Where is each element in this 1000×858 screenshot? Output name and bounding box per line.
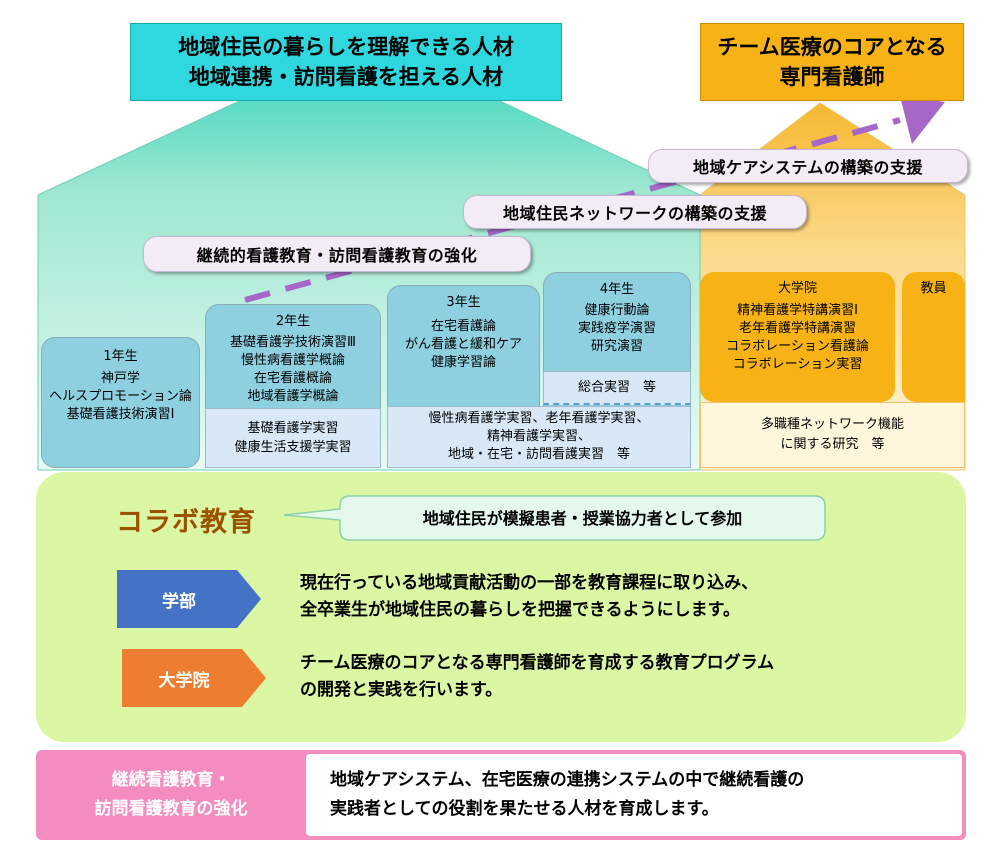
year34-practicum: 精神看護学実習、 <box>486 429 591 444</box>
year2-practicum: 基礎看護学実習 <box>247 421 339 436</box>
year34-practicum: 地域・在宅・訪問看護実習 等 <box>447 447 630 462</box>
undergrad-arrow-icon <box>117 570 261 628</box>
graduate-course: コラボレーション看護論 <box>726 339 869 354</box>
year2-practicum-box: 基礎看護学実習 健康生活支援学実習 <box>205 408 381 468</box>
graduate-arrow-icon <box>122 649 266 707</box>
graduate-box: 大学院 精神看護学特講演習Ⅰ 老年看護学特講演習 コラボレーション看護論 コラボ… <box>700 272 895 402</box>
resident-network-banner: 地域住民ネットワークの構築の支援 <box>463 195 807 229</box>
year2-course: 地域看護学概論 <box>247 389 339 404</box>
undergrad-description: 現在行っている地域貢献活動の一部を教育課程に取り込み、 全卒業生が地域住民の暮ら… <box>300 570 920 624</box>
year2-course: 慢性病看護学概論 <box>240 353 345 368</box>
bottom-text-line: 地域ケアシステム、在宅医療の連携システムの中で継続看護の <box>330 770 805 790</box>
bottom-text-box: 地域ケアシステム、在宅医療の連携システムの中で継続看護の 実践者としての役割を果… <box>306 754 962 836</box>
graduate-description: チーム医療のコアとなる専門看護師を育成する教育プログラム の開発と実践を行います… <box>300 650 920 704</box>
year2-course: 在宅看護概論 <box>253 371 332 386</box>
year4-practicum: 総合実習 等 <box>577 380 656 395</box>
year4-course: 研究演習 <box>590 339 643 354</box>
care-system-banner: 地域ケアシステムの構築の支援 <box>648 149 968 183</box>
community-goal-line2: 地域連携・訪問看護を担える人材 <box>188 65 504 89</box>
year3-course: 在宅看護論 <box>430 319 496 334</box>
graduate-research: に関する研究 等 <box>780 437 885 452</box>
year2-title: 2年生 <box>275 314 311 329</box>
specialist-goal-line1: チーム医療のコアとなる <box>717 35 947 59</box>
collab-title: コラボ教育 <box>116 507 256 538</box>
graduate-label: 大学院 <box>158 670 210 691</box>
undergrad-label: 学部 <box>162 591 196 612</box>
year2-course: 基礎看護学技術演習Ⅲ <box>230 335 356 350</box>
year2-practicum: 健康生活支援学実習 <box>234 440 352 455</box>
bottom-label-line: 訪問看護教育の強化 <box>94 799 248 819</box>
graduate-title: 大学院 <box>777 281 817 296</box>
bottom-label: 継続看護教育・ 訪問看護教育の強化 <box>36 750 306 840</box>
graduate-course: 老年看護学特講演習 <box>738 321 856 336</box>
year3-course: 健康学習論 <box>430 355 496 370</box>
undergrad-text-line: 現在行っている地域貢献活動の一部を教育課程に取り込み、 <box>300 573 759 593</box>
year1-title: 1年生 <box>103 349 138 364</box>
year2-box: 2年生 基礎看護学技術演習Ⅲ 慢性病看護学概論 在宅看護概論 地域看護学概論 <box>205 304 381 416</box>
callout-text: 地域住民が模擬患者・授業協力者として参加 <box>422 509 743 528</box>
year4-course: 健康行動論 <box>584 303 650 318</box>
year3-box: 3年生 在宅看護論 がん看護と緩和ケア 健康学習論 <box>387 285 540 410</box>
callout-bubble-shape <box>283 495 826 541</box>
year1-course: 神戸学 <box>100 371 140 386</box>
graduate-research-box: 多職種ネットワーク機能 に関する研究 等 <box>700 402 965 468</box>
specialist-goal-line2: 専門看護師 <box>779 65 885 89</box>
bottom-label-line: 継続看護教育・ <box>111 770 231 790</box>
faculty-title: 教員 <box>920 281 947 296</box>
progress-arrow-head <box>900 96 945 144</box>
year3-course: がん看護と緩和ケア <box>404 337 522 352</box>
year34-practicum: 慢性病看護学実習、老年看護学実習、 <box>428 411 650 426</box>
faculty-box: 教員 <box>902 272 965 402</box>
year3-title: 3年生 <box>446 295 481 310</box>
year4-practicum-box: 総合実習 等 <box>543 371 691 405</box>
specialist-goal-box: チーム医療のコアとなる 専門看護師 <box>700 23 964 101</box>
year4-title: 4年生 <box>599 282 635 297</box>
graduate-text-line: の開発と実践を行います。 <box>300 680 503 700</box>
graduate-course: コラボレーション実習 <box>732 357 863 372</box>
year34-practicum-box: 慢性病看護学実習、老年看護学実習、 精神看護学実習、 地域・在宅・訪問看護実習 … <box>387 406 691 468</box>
year1-box: 1年生 神戸学 ヘルスプロモーション論 基礎看護技術演習Ⅰ <box>41 337 200 468</box>
year1-course: 基礎看護技術演習Ⅰ <box>66 407 175 422</box>
community-goal-box: 地域住民の暮らしを理解できる人材 地域連携・訪問看護を担える人材 <box>130 23 562 101</box>
graduate-course: 精神看護学特講演習Ⅰ <box>737 303 858 318</box>
year4-course: 実践疫学演習 <box>577 321 656 336</box>
year1-course: ヘルスプロモーション論 <box>49 389 192 404</box>
community-goal-line1: 地域住民の暮らしを理解できる人材 <box>178 35 514 59</box>
continuing-education-banner: 継続的看護教育・訪問看護教育の強化 <box>143 236 531 272</box>
undergrad-text-line: 全卒業生が地域住民の暮らしを把握できるようにします。 <box>300 600 740 620</box>
graduate-research: 多職種ネットワーク機能 <box>760 417 904 432</box>
graduate-text-line: チーム医療のコアとなる専門看護師を育成する教育プログラム <box>300 653 775 673</box>
bottom-text-line: 実践者としての役割を果たせる人材を育成します。 <box>330 799 719 819</box>
